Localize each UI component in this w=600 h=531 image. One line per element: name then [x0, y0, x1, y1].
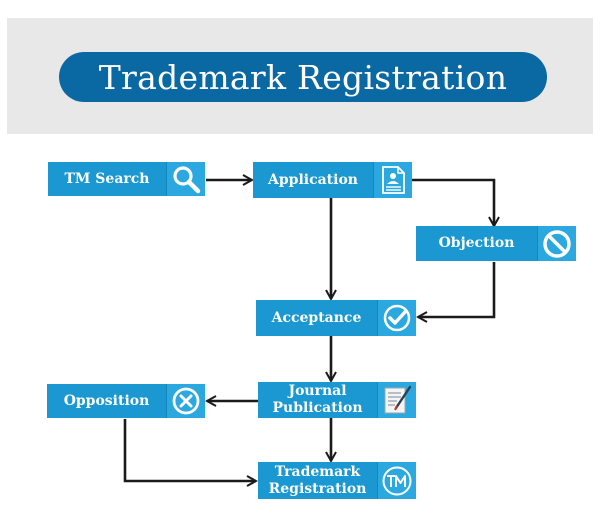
arrow-application-to-objection — [412, 178, 494, 226]
title-pill: Trademark Registration — [59, 52, 547, 102]
prohibited-icon — [537, 226, 576, 261]
node-label: Journal Publication — [272, 383, 363, 416]
node-acceptance: Acceptance — [256, 300, 416, 336]
node-label: Opposition — [63, 392, 150, 409]
document-pen-icon — [377, 382, 416, 418]
title-banner: Trademark Registration — [7, 18, 593, 134]
node-label: Acceptance — [271, 309, 362, 326]
arrow-objection-to-acceptance — [418, 262, 496, 317]
node-label: Trademark Registration — [268, 463, 367, 497]
node-label: TM Search — [64, 170, 150, 187]
document-form-icon — [373, 162, 412, 198]
node-label: Application — [268, 171, 358, 188]
node-application: Application — [253, 162, 412, 198]
search-icon — [166, 162, 205, 196]
node-tm-search: TM Search — [48, 162, 205, 196]
page-title: Trademark Registration — [98, 57, 508, 97]
node-label: Objection — [438, 235, 515, 251]
node-objection: Objection — [416, 226, 576, 261]
tm-symbol-icon — [377, 462, 416, 499]
node-opposition: Opposition — [47, 384, 205, 418]
node-trademark-registration: Trademark Registration — [258, 462, 416, 499]
checkmark-icon — [377, 300, 416, 336]
node-journal-publication: Journal Publication — [258, 382, 416, 418]
cross-circle-icon — [166, 384, 205, 418]
arrow-opposition-to-trademark — [123, 419, 256, 481]
